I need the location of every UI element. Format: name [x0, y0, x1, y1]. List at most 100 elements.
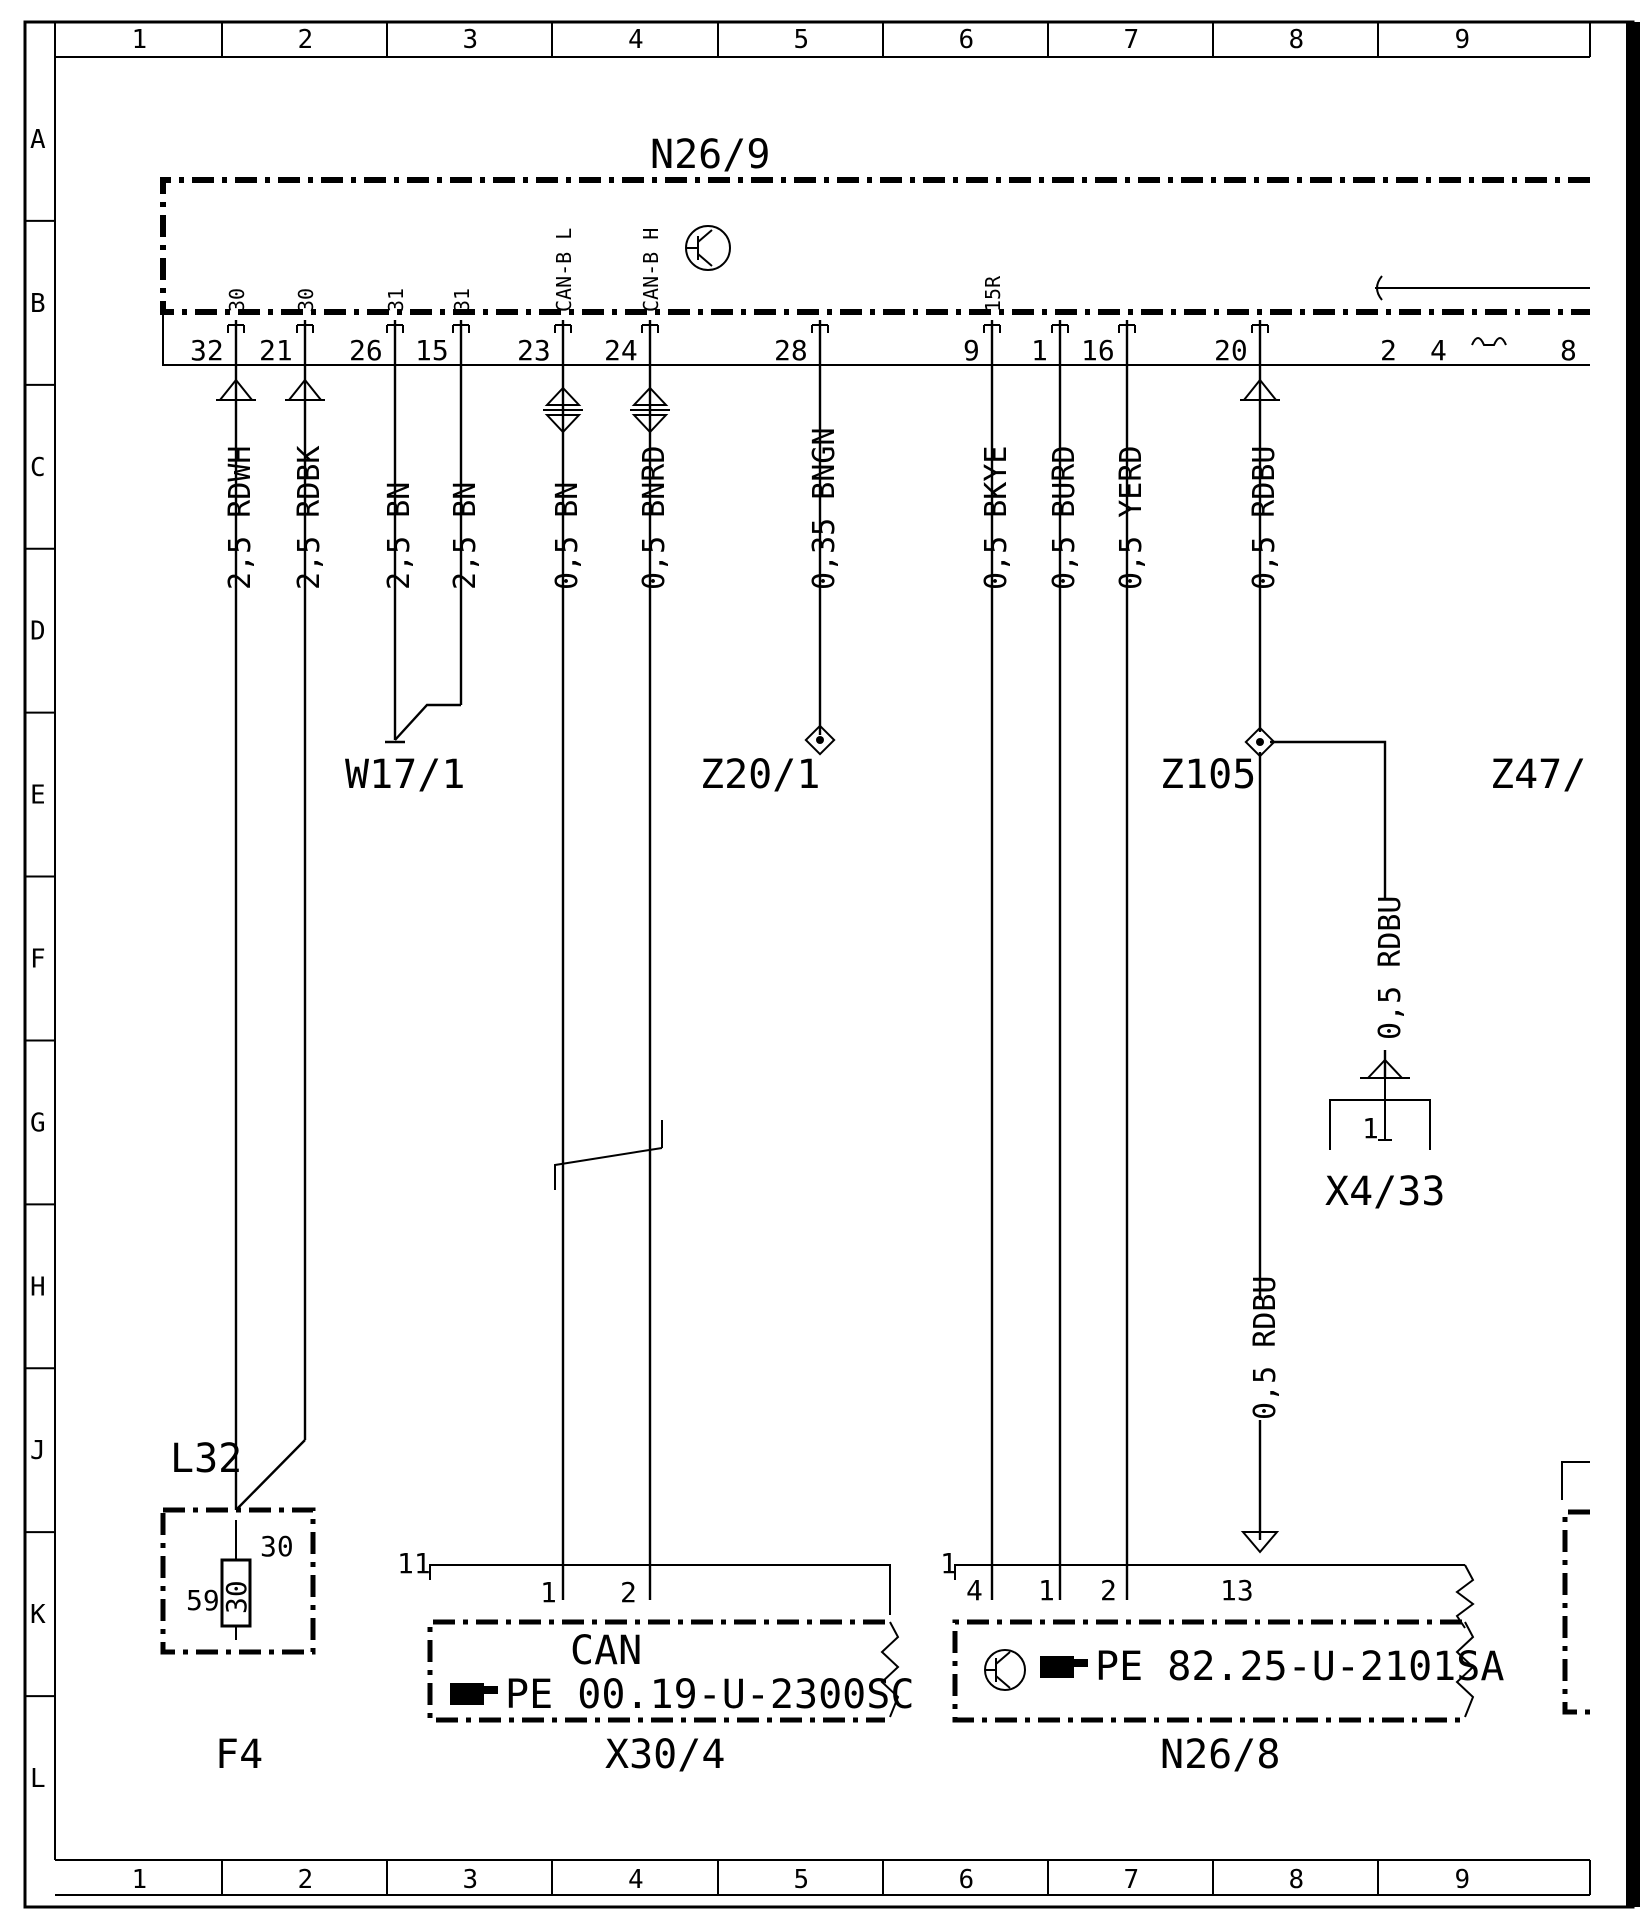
wire-label-lower-rdbu: 0,5 RDBU — [1248, 1276, 1283, 1421]
fuse-f4 — [160, 590, 316, 1655]
n26-9-pin-term: CAN-B L — [552, 228, 576, 312]
x30-4-pin1: 1 — [540, 1576, 557, 1609]
partial-component-right — [1561, 1461, 1590, 1715]
component-label-n26-8: N26/8 — [1160, 1732, 1280, 1778]
n26-9-pin-term: 30 — [225, 288, 249, 312]
n26-8-connector-num: 1 — [940, 1547, 957, 1580]
transistor-symbol-icon — [685, 225, 731, 271]
n26-9-wire-label: 0,5 BNRD — [637, 446, 672, 591]
grid-col-top-8: 8 — [1289, 25, 1305, 55]
n26-8-ref: PE 82.25-U-2101SA — [1095, 1644, 1504, 1690]
component-label-l32: L32 — [170, 1436, 242, 1482]
x30-4-connector-num: 11 — [397, 1547, 431, 1580]
rdbu-arrow-down-icon — [1240, 1531, 1280, 1554]
f4-pin-b: 30 — [220, 1580, 253, 1614]
n26-9-pin-1: 1 0,5 BURD — [1031, 320, 1082, 1600]
grid-col-top-9: 9 — [1455, 25, 1471, 55]
grid-col-bottom-4: 4 — [628, 1865, 644, 1895]
grid-row-B: B — [30, 289, 46, 319]
x4-33-pin: 1 — [1362, 1112, 1379, 1145]
n26-9-wire-label: 0,5 BN — [550, 482, 585, 590]
component-label-x30-4: X30/4 — [605, 1732, 725, 1778]
x30-4-can-label: CAN — [570, 1628, 642, 1674]
n26-9-pin-20: 200,5 RDBU — [1214, 320, 1282, 590]
can-twisted-pair — [554, 1120, 663, 1190]
x30-4-connector — [427, 1564, 900, 1723]
n26-9-wire-label: 2,5 RDWH — [223, 446, 258, 591]
n26-9-pin-term: 31 — [384, 288, 408, 312]
grid-row-G: G — [30, 1108, 46, 1138]
grid-col-top-4: 4 — [628, 25, 644, 55]
grid-col-bottom-2: 2 — [298, 1865, 314, 1895]
n26-9-pin-term: 31 — [450, 288, 474, 312]
wire-label-z105-branch: 0,5 RDBU — [1373, 896, 1408, 1041]
grid-row-D: D — [30, 617, 46, 647]
n26-9-pin-num: 16 — [1081, 334, 1115, 367]
n26-9-wire-label: 0,5 YERD — [1114, 446, 1149, 591]
n26-9-wire-label: 2,5 BN — [382, 482, 417, 590]
n26-9-pin-num: 9 — [963, 334, 980, 367]
n26-9-pin-num: 28 — [774, 334, 808, 367]
grid-row-C: C — [30, 453, 46, 483]
f4-pin-a: 59 — [186, 1584, 220, 1617]
n26-9-pin-num: 26 — [349, 334, 383, 367]
n26-9-pin-num: 21 — [259, 334, 293, 367]
ground-w17-1 — [385, 590, 463, 744]
x4-33-connector — [1329, 1058, 1431, 1150]
n26-9-wire-label: 0,35 BNGN — [807, 427, 842, 590]
grid-col-bottom-6: 6 — [959, 1865, 975, 1895]
component-label-z105: Z105 — [1160, 752, 1256, 798]
grid-col-bottom-1: 1 — [132, 1865, 148, 1895]
grid-row-E: E — [30, 781, 46, 811]
n26-9-pin-term: CAN-B H — [639, 228, 663, 312]
grid-col-bottom-8: 8 — [1289, 1865, 1305, 1895]
n26-8-pin-0: 4 — [966, 1574, 983, 1607]
grid-row-F: F — [30, 945, 46, 975]
hand-pointer-icon-2 — [1040, 1656, 1088, 1678]
n26-9-pin-num: 32 — [190, 334, 224, 367]
grid-col-bottom-7: 7 — [1124, 1865, 1140, 1895]
grid-row-J: J — [30, 1436, 46, 1466]
grid-col-top-7: 7 — [1124, 25, 1140, 55]
n26-9-pin-num: 20 — [1214, 334, 1248, 367]
shield-bracket — [1375, 275, 1590, 301]
n26-9-pin-num: 24 — [604, 334, 638, 367]
n26-9-pin-num: 23 — [517, 334, 551, 367]
grid-row-L: L — [30, 1764, 46, 1794]
drawing-frame — [23, 20, 1640, 1909]
n26-9-pin-num: 1 — [1031, 334, 1048, 367]
hand-pointer-icon — [450, 1683, 498, 1705]
splice-z105 — [1244, 590, 1387, 1300]
grid-col-top-1: 1 — [132, 25, 148, 55]
grid-row-A: A — [30, 125, 46, 155]
component-label-w17-1: W17/1 — [345, 752, 465, 798]
n26-8-connector — [952, 1564, 1475, 1723]
splice-z20-1 — [804, 590, 836, 756]
grid-col-bottom-5: 5 — [794, 1865, 810, 1895]
component-label-x4-33: X4/33 — [1325, 1169, 1445, 1215]
component-label-f4: F4 — [215, 1732, 263, 1778]
n26-9-pin-28: 28 0,35 BNGN — [774, 320, 842, 590]
grid-col-top-3: 3 — [463, 25, 479, 55]
component-label-z47: Z47/ — [1490, 752, 1586, 798]
n26-9-extra-pin-2: 2 — [1380, 334, 1397, 367]
x30-4-ref: PE 00.19-U-2300SC — [505, 1672, 914, 1718]
n26-8-pin-1: 1 — [1038, 1574, 1055, 1607]
n26-8-pin-2: 2 — [1100, 1574, 1117, 1607]
n26-9-wire-label: 0,5 BURD — [1047, 446, 1082, 591]
x30-4-pin2: 2 — [620, 1576, 637, 1609]
grid-row-H: H — [30, 1272, 46, 1302]
component-label-n26-9: N26/9 — [650, 132, 770, 178]
grid-col-top-6: 6 — [959, 25, 975, 55]
